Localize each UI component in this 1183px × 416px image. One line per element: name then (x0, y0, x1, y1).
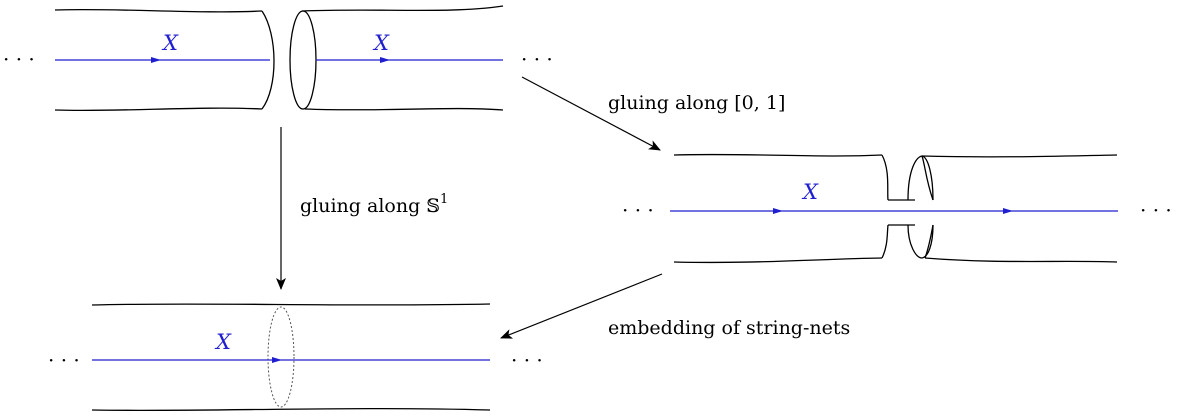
arrow-gluing-circle-label: gluing along 𝕊1 (300, 192, 448, 217)
right-panel-right-cap-top (921, 155, 934, 201)
right-tube-top-edge (301, 5, 504, 12)
right-panel-left-dots: · · · (622, 198, 654, 222)
string-x-right-label: X (372, 31, 390, 55)
left-tube-top-edge (54, 8, 263, 13)
bottom-bottom-edge (91, 407, 491, 412)
string-x-left-label: X (161, 31, 179, 55)
arrow-gluing-circle-label-text: gluing along (300, 195, 426, 217)
string-x-bottom-label: X (214, 330, 232, 354)
top-left-left-dots: · · · (3, 47, 35, 71)
right-panel-bottom-edge-left (673, 257, 883, 264)
arrow-embedding-label: embedding of string-nets (608, 317, 850, 339)
arrow-embedding (500, 273, 663, 339)
glued-circle-dotted (267, 306, 295, 408)
right-tube-boundary-circle (289, 10, 317, 110)
string-x-right-panel-label: X (801, 180, 819, 204)
left-tube-cap (261, 10, 275, 110)
right-panel-circle-front-top (907, 155, 934, 201)
right-glued-tube: X · · · · · · (622, 153, 1172, 264)
right-panel-bottom-edge-right (924, 257, 1118, 263)
arrow-gluing-interval-label: gluing along [0, 1] (608, 92, 785, 114)
string-x-right-panel-arrow-2 (1003, 208, 1013, 214)
right-panel-left-cap-bottom (881, 224, 889, 259)
right-panel-top-edge-left (673, 153, 883, 157)
right-panel-right-dots: · · · (1140, 198, 1172, 222)
arrow-gluing-circle-label-math: 𝕊 (426, 195, 440, 217)
right-tube-bottom-edge (304, 107, 504, 111)
bottom-left-dots: · · · (48, 348, 80, 372)
string-x-right-panel-arrow-1 (773, 208, 783, 214)
arrow-gluing-interval (521, 76, 661, 151)
string-x-left-arrow (151, 57, 161, 63)
arrow-gluing-circle-label-sup: 1 (440, 192, 448, 207)
bottom-top-edge (91, 303, 491, 306)
top-left-right-dots: · · · (521, 47, 553, 71)
right-panel-top-edge-right (921, 154, 1118, 158)
left-tube-bottom-edge (54, 107, 263, 112)
bottom-right-dots: · · · (511, 348, 543, 372)
right-panel-left-cap-top (881, 154, 889, 201)
bottom-glued-tube: X · · · · · · (48, 303, 543, 412)
right-panel-circle-front-bottom (907, 224, 934, 259)
string-x-bottom-arrow (272, 357, 282, 363)
top-left-tubes: X X · · · · · · (3, 5, 553, 112)
string-x-right-arrow (380, 57, 390, 63)
